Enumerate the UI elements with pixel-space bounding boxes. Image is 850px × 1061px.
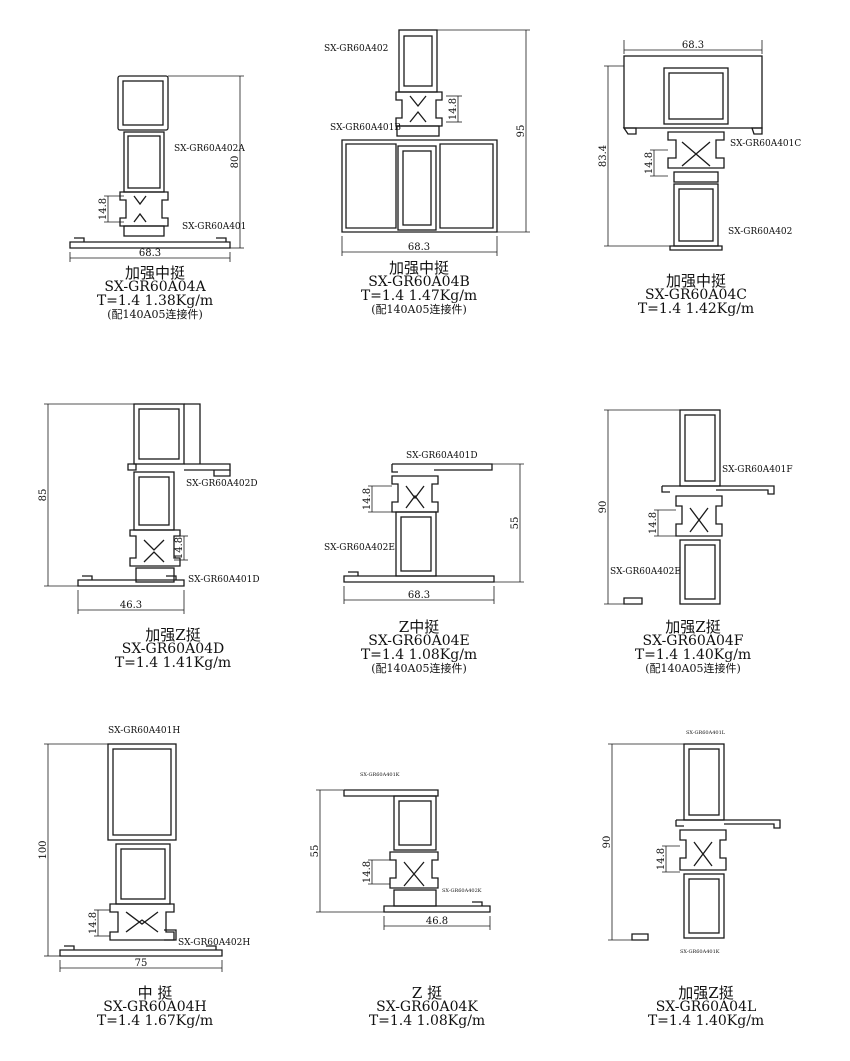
dimension-height: 90 bbox=[602, 836, 613, 849]
profile-note: (配140A05连接件) bbox=[371, 662, 467, 675]
part-label: SX-GR60A402 bbox=[728, 227, 792, 237]
dimension-slot: 14.8 bbox=[88, 912, 99, 934]
dimension-height: 55 bbox=[510, 517, 521, 530]
profile-a-drawing bbox=[69, 75, 244, 262]
dimension-width: 68.3 bbox=[682, 40, 704, 51]
part-label: SX-GR60A402E bbox=[610, 567, 681, 577]
dimension-slot: 14.8 bbox=[656, 848, 667, 870]
profile-l-drawing bbox=[608, 743, 781, 941]
profile-h-drawing bbox=[44, 743, 223, 972]
profile-model: SX-GR60A04H bbox=[103, 999, 207, 1015]
dimension-width: 75 bbox=[135, 958, 148, 969]
profile-d-caption: 加强Z挺 SX-GR60A04D T=1.4 1.41Kg/m bbox=[114, 626, 232, 671]
profile-model: SX-GR60A04E bbox=[368, 633, 470, 649]
dimension-height: 95 bbox=[516, 125, 527, 138]
part-label: SX-GR60A401D bbox=[188, 575, 260, 585]
dimension-height: 90 bbox=[598, 501, 609, 514]
part-label: SX-GR60A402A bbox=[174, 144, 245, 154]
dimension-slot: 14.8 bbox=[448, 98, 459, 120]
profile-spec: T=1.4 1.67Kg/m bbox=[96, 1013, 214, 1029]
profile-c-drawing bbox=[604, 40, 763, 251]
dimension-height: 83.4 bbox=[598, 145, 609, 167]
profile-name: 加强中挺 bbox=[124, 264, 185, 282]
part-label: SX-GR60A402D bbox=[186, 479, 258, 489]
profile-spec: T=1.4 1.42Kg/m bbox=[637, 301, 755, 317]
part-label: SX-GR60A401D bbox=[406, 451, 478, 461]
profile-a-caption: 加强中挺 SX-GR60A04A T=1.4 1.38Kg/m (配140A05… bbox=[97, 266, 213, 322]
part-label: SX-GR60A401H bbox=[108, 726, 180, 736]
profile-e-drawing bbox=[343, 463, 524, 604]
profile-spec: T=1.4 1.08Kg/m bbox=[360, 647, 478, 663]
profile-name: 加强Z挺 bbox=[678, 984, 734, 1002]
part-label: SX-GR60A401 bbox=[182, 222, 246, 232]
part-label: SX-GR60A401C bbox=[730, 139, 801, 149]
dimension-slot: 14.8 bbox=[174, 537, 185, 559]
dimension-height: 80 bbox=[230, 156, 241, 169]
profile-spec: T=1.4 1.47Kg/m bbox=[360, 288, 478, 304]
profile-b-caption: 加强中挺 SX-GR60A04B T=1.4 1.47Kg/m (配140A05… bbox=[361, 261, 477, 317]
profile-e-caption: Z中挺 SX-GR60A04E T=1.4 1.08Kg/m (配140A05连… bbox=[361, 620, 477, 676]
dimension-height: 100 bbox=[38, 840, 49, 859]
part-label: SX-GR60A402H bbox=[178, 938, 250, 948]
profile-l-caption: 加强Z挺 SX-GR60A04L T=1.4 1.40Kg/m bbox=[647, 984, 765, 1029]
profile-spec: T=1.4 1.08Kg/m bbox=[368, 1013, 486, 1029]
part-label: SX-GR60A401K bbox=[360, 772, 400, 778]
dimension-slot: 14.8 bbox=[98, 198, 109, 220]
dimension-height: 85 bbox=[38, 489, 49, 502]
part-label: SX-GR60A402 bbox=[324, 44, 388, 54]
profile-spec: T=1.4 1.40Kg/m bbox=[634, 647, 752, 663]
profile-model: SX-GR60A04B bbox=[368, 274, 470, 290]
dimension-width: 68.3 bbox=[408, 242, 430, 253]
profile-model: SX-GR60A04D bbox=[121, 641, 225, 657]
dimension-width: 68.3 bbox=[139, 248, 161, 259]
profile-name: 中 挺 bbox=[137, 984, 173, 1002]
dimension-slot: 14.8 bbox=[648, 512, 659, 534]
profile-f-caption: 加强Z挺 SX-GR60A04F T=1.4 1.40Kg/m (配140A05… bbox=[635, 620, 751, 676]
dimension-width: 68.3 bbox=[408, 590, 430, 601]
profile-name: 加强中挺 bbox=[388, 259, 449, 277]
dimension-slot: 14.8 bbox=[362, 861, 373, 883]
part-label: SX-GR60A401B bbox=[330, 123, 401, 133]
profile-note: (配140A05连接件) bbox=[645, 662, 741, 675]
profile-c-caption: 加强中挺 SX-GR60A04C T=1.4 1.42Kg/m bbox=[637, 272, 755, 317]
dimension-slot: 14.8 bbox=[362, 488, 373, 510]
profile-model: SX-GR60A04K bbox=[376, 999, 478, 1015]
profile-name: 加强Z挺 bbox=[665, 618, 721, 636]
dimension-height: 55 bbox=[310, 845, 321, 858]
profile-k-drawing bbox=[316, 789, 491, 930]
part-label: SX-GR60A401L bbox=[686, 730, 726, 736]
profile-b-drawing bbox=[341, 29, 530, 256]
profile-name: Z 挺 bbox=[411, 984, 443, 1002]
profile-model: SX-GR60A04L bbox=[655, 999, 757, 1015]
profile-model: SX-GR60A04C bbox=[645, 287, 747, 303]
dimension-slot: 14.8 bbox=[644, 152, 655, 174]
profile-model: SX-GR60A04A bbox=[104, 279, 206, 295]
profile-name: 加强Z挺 bbox=[145, 626, 201, 644]
profile-spec: T=1.4 1.38Kg/m bbox=[96, 293, 214, 309]
profile-note: (配140A05连接件) bbox=[107, 308, 203, 321]
profile-k-caption: Z 挺 SX-GR60A04K T=1.4 1.08Kg/m bbox=[368, 984, 486, 1029]
profile-spec: T=1.4 1.41Kg/m bbox=[114, 655, 232, 671]
profile-f-drawing bbox=[604, 409, 775, 605]
profile-h-caption: 中 挺 SX-GR60A04H T=1.4 1.67Kg/m bbox=[96, 984, 214, 1029]
part-label: SX-GR60A401K bbox=[680, 949, 720, 955]
dimension-width: 46.3 bbox=[120, 600, 142, 611]
profile-d-drawing bbox=[44, 403, 231, 614]
dimension-width: 46.8 bbox=[426, 916, 448, 927]
part-label: SX-GR60A402K bbox=[442, 888, 482, 894]
profile-name: Z中挺 bbox=[398, 618, 440, 636]
profile-note: (配140A05连接件) bbox=[371, 303, 467, 316]
profile-name: 加强中挺 bbox=[665, 272, 726, 290]
part-label: SX-GR60A401F bbox=[722, 465, 793, 475]
profile-model: SX-GR60A04F bbox=[642, 633, 744, 649]
profile-spec: T=1.4 1.40Kg/m bbox=[647, 1013, 765, 1029]
part-label: SX-GR60A402E bbox=[324, 543, 395, 553]
